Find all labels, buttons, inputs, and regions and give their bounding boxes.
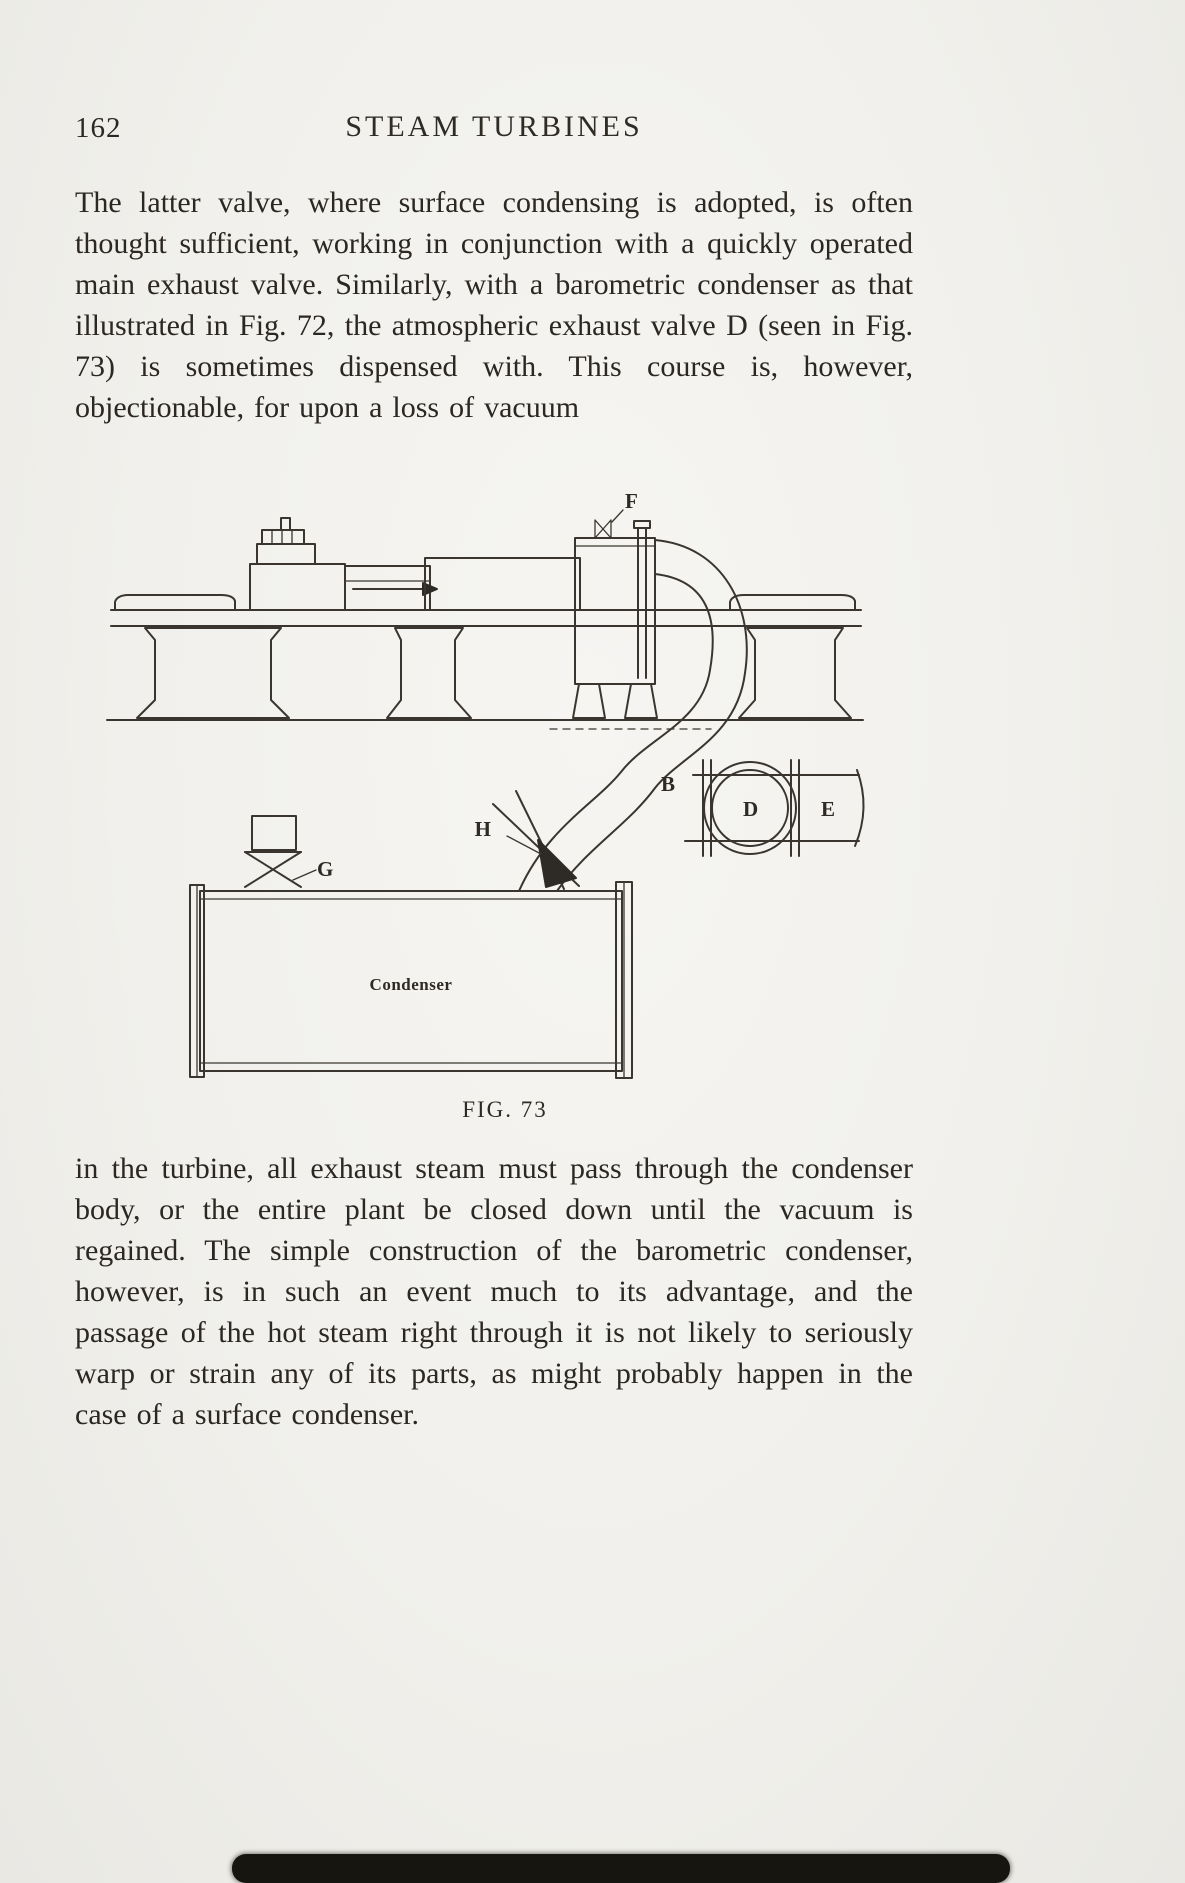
paragraph-2: in the turbine, all exhaust steam must p… <box>75 1152 913 1431</box>
figure-73: F B D E H G Condenser FIG. 73 <box>95 488 925 1123</box>
label-f: F <box>625 489 638 513</box>
page-number: 162 <box>75 112 122 144</box>
figure-labels: F B D E H G Condenser <box>317 489 835 994</box>
label-e: E <box>821 797 835 821</box>
float-gear <box>244 815 317 888</box>
running-title: STEAM TURBINES <box>345 110 643 143</box>
label-h: H <box>475 817 491 841</box>
figure-73-drawing: F B D E H G Condenser <box>106 489 865 1079</box>
condenser-body <box>189 881 633 1079</box>
scan-artifact-bottom <box>232 1854 1010 1883</box>
page-header: 162 STEAM TURBINES <box>75 110 913 154</box>
label-b: B <box>661 772 675 796</box>
valve-d-branch <box>684 759 865 857</box>
label-condenser: Condenser <box>370 975 453 994</box>
valve-h <box>492 790 580 890</box>
paragraph-1: The latter valve, where surface condensi… <box>75 186 913 424</box>
label-d: D <box>743 797 758 821</box>
figure-caption: FIG. 73 <box>462 1097 548 1122</box>
label-g: G <box>317 857 333 881</box>
exhaust-pipe <box>518 539 748 892</box>
turbine-elevation <box>106 509 864 730</box>
